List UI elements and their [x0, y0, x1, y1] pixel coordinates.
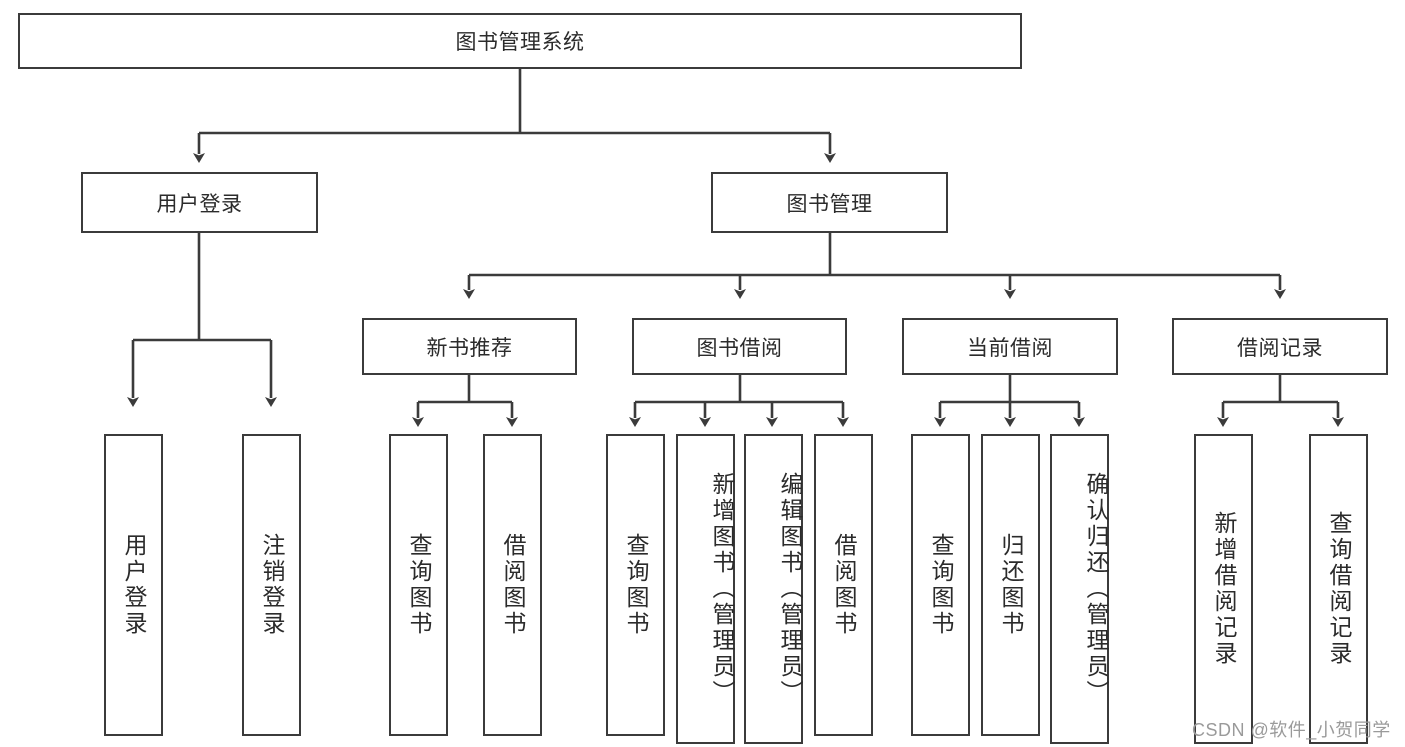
node-leaf-query-record[interactable]: 查询借阅记录: [1309, 434, 1368, 744]
node-leaf-user-logout-label: 注销登录: [259, 533, 285, 637]
node-leaf-query-book-2-label: 查询图书: [623, 533, 649, 637]
node-borrow-record[interactable]: 借阅记录: [1172, 318, 1388, 375]
node-leaf-confirm-return[interactable]: 确认归还（管理员）: [1050, 434, 1109, 744]
node-book-manage-label: 图书管理: [786, 192, 873, 216]
node-leaf-confirm-return-label: 确认归还（管理员）: [1083, 472, 1109, 706]
node-user-login-label: 用户登录: [156, 192, 243, 216]
node-leaf-query-book-3[interactable]: 查询图书: [911, 434, 970, 736]
node-current-borrow-label: 当前借阅: [967, 336, 1053, 360]
node-new-book-rec[interactable]: 新书推荐: [362, 318, 577, 375]
node-root[interactable]: 图书管理系统: [18, 13, 1022, 69]
node-leaf-query-record-label: 查询借阅记录: [1326, 511, 1352, 667]
node-leaf-edit-book[interactable]: 编辑图书（管理员）: [744, 434, 803, 744]
node-user-login[interactable]: 用户登录: [81, 172, 318, 233]
node-book-manage[interactable]: 图书管理: [711, 172, 948, 233]
node-leaf-query-book-1[interactable]: 查询图书: [389, 434, 448, 736]
node-leaf-user-logout[interactable]: 注销登录: [242, 434, 301, 736]
node-leaf-add-record-label: 新增借阅记录: [1211, 511, 1237, 667]
node-leaf-query-book-2[interactable]: 查询图书: [606, 434, 665, 736]
node-leaf-add-book-label: 新增图书（管理员）: [709, 472, 735, 706]
node-leaf-add-record[interactable]: 新增借阅记录: [1194, 434, 1253, 744]
node-new-book-rec-label: 新书推荐: [426, 336, 513, 360]
node-leaf-return-book[interactable]: 归还图书: [981, 434, 1040, 736]
node-root-label: 图书管理系统: [455, 31, 585, 54]
node-leaf-query-book-1-label: 查询图书: [406, 533, 432, 637]
node-leaf-user-login-label: 用户登录: [121, 533, 147, 637]
node-leaf-borrow-book-1[interactable]: 借阅图书: [483, 434, 542, 736]
node-leaf-borrow-book-1-label: 借阅图书: [500, 533, 526, 637]
watermark: CSDN @软件_小贺同学: [1192, 720, 1391, 740]
node-leaf-borrow-book-2-label: 借阅图书: [831, 533, 857, 637]
node-leaf-add-book[interactable]: 新增图书（管理员）: [676, 434, 735, 744]
node-book-borrow-label: 图书借阅: [696, 336, 783, 360]
node-leaf-edit-book-label: 编辑图书（管理员）: [777, 472, 803, 706]
node-current-borrow[interactable]: 当前借阅: [902, 318, 1118, 375]
node-borrow-record-label: 借阅记录: [1237, 336, 1323, 360]
node-leaf-user-login[interactable]: 用户登录: [104, 434, 163, 736]
node-leaf-return-book-label: 归还图书: [998, 533, 1024, 637]
node-leaf-query-book-3-label: 查询图书: [928, 533, 954, 637]
node-book-borrow[interactable]: 图书借阅: [632, 318, 847, 375]
node-leaf-borrow-book-2[interactable]: 借阅图书: [814, 434, 873, 736]
